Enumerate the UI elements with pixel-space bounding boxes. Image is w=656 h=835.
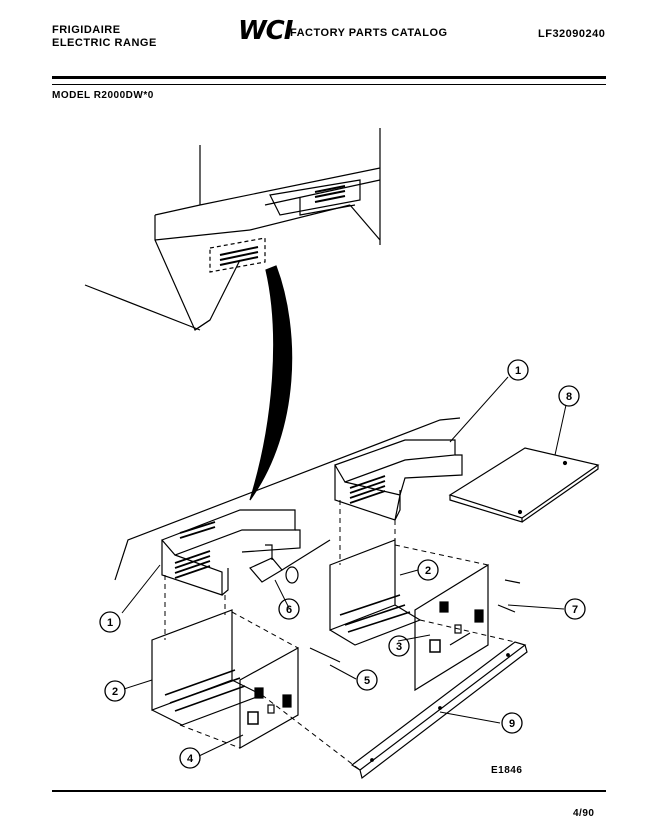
callout-number: 6 [286, 604, 292, 616]
callout-circle-1 [99, 611, 121, 633]
wci-logo: WCI [238, 16, 293, 46]
footer-rule [52, 790, 606, 792]
callout-number: 5 [364, 675, 370, 687]
callout-number: 7 [572, 604, 578, 616]
callout-number: 1 [515, 365, 521, 377]
callout-circle-2 [417, 559, 439, 581]
model-number: MODEL R2000DW*0 [52, 90, 154, 101]
callout-number: 8 [566, 391, 572, 403]
left-control-box [151, 609, 264, 726]
catalog-part-number: LF32090240 [538, 28, 606, 40]
callout-number: 2 [112, 686, 118, 698]
callout-number: 9 [509, 718, 515, 730]
callout-circle-8 [558, 385, 580, 407]
callout-number: 4 [187, 753, 194, 765]
switch-component [249, 539, 331, 584]
callout-number: 1 [107, 617, 113, 629]
assembly-arrow [249, 265, 293, 501]
left-control-board [239, 646, 299, 750]
range-base-outline [114, 417, 461, 581]
brand-name: FRIGIDAIRE [52, 24, 121, 36]
callout-circles [99, 359, 586, 769]
callout-circle-7 [564, 598, 586, 620]
catalog-title: FACTORY PARTS CATALOG [290, 27, 448, 39]
callout-circle-1 [507, 359, 529, 381]
callout-number: 2 [425, 565, 431, 577]
cover-plate [448, 447, 600, 523]
callout-circle-6 [278, 598, 300, 620]
header-rule-thin [52, 84, 606, 85]
right-console-bracket [334, 439, 463, 521]
assembly-guide-lines [164, 500, 516, 771]
callout-circle-9 [501, 712, 523, 734]
screws [309, 579, 521, 663]
right-control-board [414, 563, 489, 692]
mounting-rail [350, 641, 528, 780]
range-body-drawing [84, 128, 381, 331]
callout-leaders [121, 376, 567, 757]
diagram-code: E1846 [491, 765, 523, 776]
callout-circle-5 [356, 669, 378, 691]
callout-circle-2 [104, 680, 126, 702]
catalog-date: 4/90 [573, 808, 595, 819]
left-console-bracket [160, 509, 301, 596]
callout-circle-4 [179, 747, 201, 769]
callout-labels: 1 8 2 7 3 6 1 2 5 4 9 [107, 365, 578, 765]
callout-number: 3 [396, 641, 402, 653]
callout-circle-3 [388, 635, 410, 657]
product-line: ELECTRIC RANGE [52, 37, 157, 49]
header-rule [52, 76, 606, 79]
right-control-box [329, 539, 422, 646]
